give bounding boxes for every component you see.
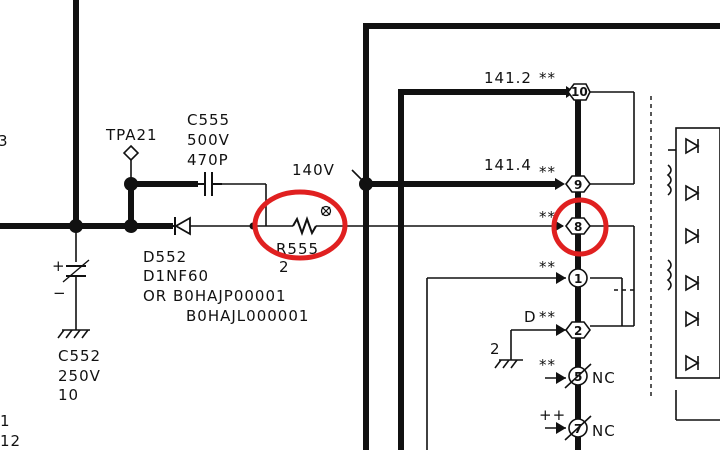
test-point-tpa21: TPA21: [105, 126, 158, 162]
thin-wires: [75, 91, 635, 450]
d-label: D: [524, 308, 537, 326]
c552-value: 10: [58, 386, 79, 404]
highlight-r555: [252, 189, 348, 261]
highlight-circles: [252, 189, 609, 261]
c555-value: 470P: [187, 151, 229, 169]
star-note-2: **: [539, 308, 556, 326]
connector-pin-9: 9: [565, 175, 591, 193]
connector-pin-5: 5 NC: [564, 363, 616, 389]
d552-name: D552: [143, 248, 187, 266]
capacitor-c555: C555 500V 470P: [187, 111, 230, 196]
svg-text:1: 1: [574, 272, 582, 286]
star-note-1: **: [539, 258, 556, 276]
transformer-diode-stack: [666, 127, 720, 421]
star-note-9: **: [539, 163, 556, 181]
resistor-r555: R555 2: [276, 205, 332, 276]
svg-text:8: 8: [574, 220, 582, 234]
highlight-pin-8: [551, 197, 609, 257]
c552-voltage: 250V: [58, 367, 101, 385]
left-edge-label-3: 3: [0, 132, 9, 150]
dashed-lines: [610, 96, 652, 400]
nc-label-7: NC: [592, 422, 616, 440]
c552-minus: −: [53, 284, 67, 302]
d552-alt1: OR B0HAJP00001: [143, 287, 287, 305]
connector-pin-10: 10: [567, 83, 591, 101]
ground-2-label: 2: [490, 340, 501, 358]
svg-text:2: 2: [574, 324, 582, 338]
connector-pin-2: 2: [565, 321, 591, 339]
c552-name: C552: [58, 347, 101, 365]
star-note-7: ++: [539, 406, 566, 424]
svg-text:7: 7: [574, 422, 582, 436]
svg-text:5: 5: [574, 370, 582, 384]
r555-num: 2: [279, 258, 290, 276]
svg-text:9: 9: [574, 178, 582, 192]
connector-pin-7: 7 NC: [564, 415, 616, 441]
svg-text:10: 10: [571, 85, 588, 99]
c555-voltage: 500V: [187, 131, 230, 149]
nc-label-5: NC: [592, 369, 616, 387]
tpa21-label: TPA21: [105, 126, 158, 144]
d552-alt2: B0HAJL000001: [186, 307, 309, 325]
stack-diodes: [685, 137, 700, 372]
voltage-141-2: 141.2: [484, 69, 532, 87]
ground-symbol-2: [494, 359, 523, 369]
star-note-8: **: [539, 208, 556, 226]
c555-name: C555: [187, 111, 230, 129]
left-edge-label-12: 12: [0, 432, 21, 450]
c552-plus: +: [52, 257, 66, 275]
left-edge-label-1: 1: [0, 412, 11, 430]
voltage-141-4: 141.4: [484, 156, 532, 174]
connector-pin-1: 1: [568, 268, 588, 288]
d552-part: D1NF60: [143, 267, 209, 285]
ground-symbol-c552: [57, 329, 90, 339]
star-note-10: **: [539, 69, 556, 87]
star-note-5: **: [539, 356, 556, 374]
voltage-140v: 140V: [292, 161, 335, 179]
connector-pin-8: 8: [565, 217, 591, 235]
diode-d552: D552 D1NF60 OR B0HAJP00001 B0HAJL000001: [143, 216, 309, 325]
capacitor-c552: + − C552 250V 10: [52, 257, 101, 404]
r555-name: R555: [276, 240, 319, 258]
